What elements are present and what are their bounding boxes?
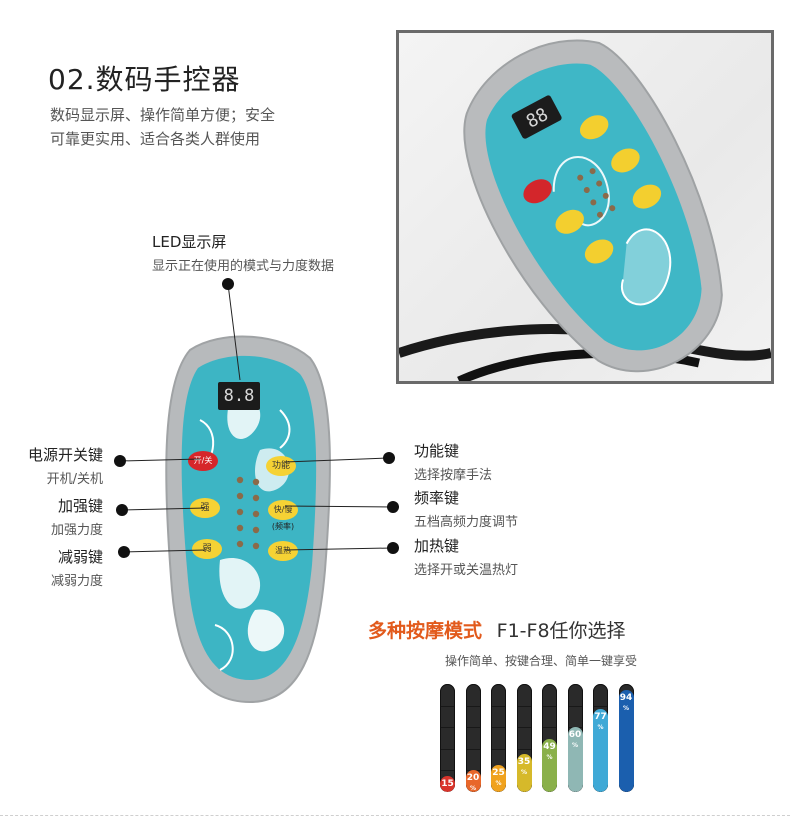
mode-bar-fill <box>465 770 481 792</box>
heat-annotation-sub: 选择开或关温热灯 <box>414 563 519 578</box>
mode-bar-fill <box>567 727 583 792</box>
frequency-callout-dot <box>387 501 399 513</box>
frequency-annotation: 频率键 五档高频力度调节 <box>414 487 518 530</box>
weak-annotation: 减弱键 减弱力度 <box>10 546 103 589</box>
mode-bar-fill <box>593 708 608 792</box>
power-callout-dot <box>114 455 126 467</box>
led-annotation-sub: 显示正在使用的模式与力度数据 <box>152 259 335 274</box>
weak-annotation-sub: 减弱力度 <box>50 574 103 589</box>
bar-gridline <box>543 705 556 707</box>
frequency-annotation-sub: 五档高频力度调节 <box>414 515 519 530</box>
mode-bar-value: 49% <box>543 742 556 762</box>
weak-annotation-title: 减弱键 <box>57 548 103 566</box>
frequency-sublabel: (频率) <box>271 522 295 531</box>
heat-annotation-title: 加热键 <box>414 537 460 555</box>
mode-bar-value: 35% <box>517 757 531 777</box>
remote-photo-illustration: 88 <box>399 39 771 381</box>
bar-gridline <box>517 727 531 729</box>
weak-callout-dot <box>118 546 130 558</box>
mode-bar-fill <box>618 690 634 792</box>
bar-gridline <box>543 727 556 729</box>
bar-gridline <box>492 748 505 750</box>
bar-gridline <box>441 727 454 729</box>
product-photo: 88 <box>396 30 774 384</box>
led-annotation-title: LED显示屏 <box>152 233 227 251</box>
power-annotation-sub: 开机/关机 <box>46 472 103 487</box>
mode-bar-fill <box>440 775 455 792</box>
description-line-1: 数码显示屏、操作简单方便；安全 <box>50 106 276 124</box>
bar-gridline <box>492 705 505 707</box>
frequency-annotation-title: 频率键 <box>414 489 460 507</box>
mode-bar-value: 94% <box>619 693 633 713</box>
bar-gridline <box>441 705 454 707</box>
power-annotation-title: 电源开关键 <box>27 446 103 464</box>
power-annotation: 电源开关键 开机/关机 <box>10 444 103 487</box>
feature-subtitle: 操作简单、按键合理、简单一键享受 <box>445 654 638 668</box>
function-callout-dot <box>383 452 395 464</box>
mode-bar: 15% <box>440 684 455 792</box>
feature-title: 多种按摩模式 F1-F8任你选择 <box>368 616 626 643</box>
heat-button[interactable]: 温热 <box>268 541 298 561</box>
mode-bar: 49% <box>542 684 557 792</box>
bar-gridline <box>517 748 531 750</box>
page-description: 数码显示屏、操作简单方便；安全 可靠更实用、适合各类人群使用 <box>50 103 340 151</box>
led-annotation: LED显示屏 显示正在使用的模式与力度数据 <box>152 231 334 274</box>
frequency-button[interactable]: 快/慢 <box>268 500 298 520</box>
led-display: 8.8 <box>223 386 255 406</box>
bar-gridline <box>466 727 480 729</box>
function-annotation-title: 功能键 <box>414 442 460 460</box>
led-callout-dot <box>222 278 234 290</box>
mode-bar-fill <box>542 739 557 792</box>
mode-bar-fill <box>491 765 506 792</box>
remote-control: 8.8 开/关 功能 强 快/慢 (频率) 弱 温热 <box>160 330 335 710</box>
mode-bar: 60% <box>567 684 583 792</box>
function-annotation-sub: 选择按摩手法 <box>414 468 493 483</box>
mode-strength-chart: 15% 20% 25% 35% 49% 60% 77% 94% <box>440 684 650 796</box>
mode-bar: 35% <box>516 684 532 792</box>
mode-bar-value: 60% <box>568 730 582 750</box>
heat-callout-dot <box>387 542 399 554</box>
bar-gridline <box>466 748 480 750</box>
remote-body-svg <box>165 335 331 704</box>
strong-annotation-sub: 加强力度 <box>50 523 103 538</box>
strong-annotation: 加强键 加强力度 <box>10 495 103 538</box>
mode-bar: 77% <box>593 684 608 792</box>
bar-gridline <box>568 705 582 707</box>
bar-gridline <box>517 705 531 707</box>
weak-button[interactable]: 弱 <box>192 539 222 559</box>
mode-bar-value: 25% <box>492 768 505 787</box>
power-button[interactable]: 开/关 <box>188 451 218 471</box>
mode-bar: 25% <box>491 684 506 792</box>
feature-title-highlight: 多种按摩模式 <box>368 620 483 642</box>
mode-bar-value: 15% <box>441 778 454 792</box>
mode-bar-fill <box>516 754 532 792</box>
strong-annotation-title: 加强键 <box>57 497 103 515</box>
mode-bar-value: 77% <box>594 711 607 731</box>
mode-bar: 94% <box>618 684 634 792</box>
description-line-2: 可靠更实用、适合各类人群使用 <box>50 130 261 148</box>
mode-bar-value: 20% <box>466 773 480 792</box>
bottom-divider <box>0 815 790 816</box>
feature-title-rest: F1-F8任你选择 <box>496 620 626 642</box>
page-title: 02.数码手控器 <box>48 63 241 96</box>
function-annotation: 功能键 选择按摩手法 <box>414 440 492 483</box>
function-button[interactable]: 功能 <box>266 456 296 476</box>
mode-bar: 20% <box>465 684 481 792</box>
bar-gridline <box>492 727 505 729</box>
bar-gridline <box>441 770 454 772</box>
bar-gridline <box>441 748 454 750</box>
strong-callout-dot <box>116 504 128 516</box>
bar-gridline <box>466 705 480 707</box>
heat-annotation: 加热键 选择开或关温热灯 <box>414 535 518 578</box>
bar-gridline <box>594 705 607 707</box>
